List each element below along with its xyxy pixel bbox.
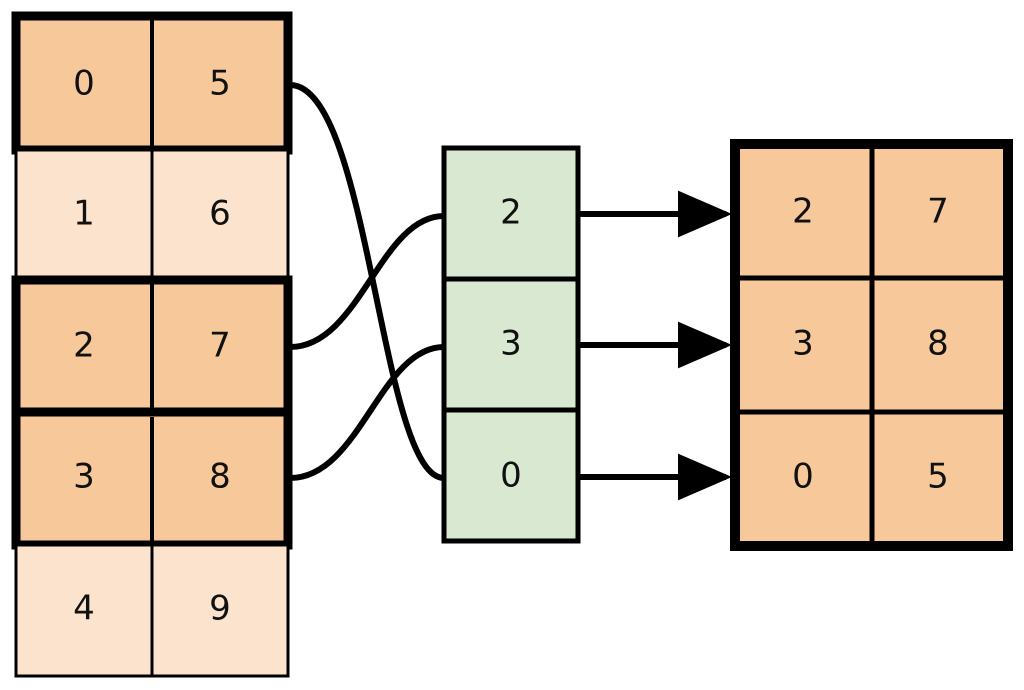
- source-cell-4-1: 9: [209, 589, 231, 629]
- source-table: 0 5 1 6 2 7 3 8: [11, 11, 293, 678]
- connector-row2-to-index0: [287, 213, 447, 350]
- result-arrows: [580, 190, 732, 501]
- index-column: 2 3 0: [441, 145, 581, 544]
- source-cell-2-1: 7: [209, 326, 231, 366]
- source-cell-1-0: 1: [73, 194, 95, 234]
- index-cell-1-label: 3: [500, 324, 522, 364]
- connector-curves: [287, 82, 447, 481]
- result-cell-1-1: 8: [927, 324, 949, 364]
- source-row-4[interactable]: 4 9: [14, 543, 290, 678]
- connector-row0-to-index2: [287, 82, 447, 481]
- source-cell-4-0: 4: [73, 589, 95, 629]
- result-cell-0-0: 2: [792, 192, 814, 232]
- result-cell-1-0: 3: [792, 324, 814, 364]
- index-cell-0[interactable]: 2: [500, 193, 522, 233]
- index-cell-0-label: 2: [500, 193, 522, 233]
- connector-row3-to-index1: [287, 344, 447, 481]
- source-row-2[interactable]: 2 7: [73, 326, 231, 366]
- source-cell-2-0: 2: [73, 326, 95, 366]
- result-row-2[interactable]: 0 5: [792, 457, 949, 497]
- source-cell-0-1: 5: [209, 64, 231, 104]
- source-cell-3-0: 3: [73, 457, 95, 497]
- source-row-0[interactable]: 0 5: [11, 11, 293, 155]
- source-cell-3-1: 8: [209, 457, 231, 497]
- index-cell-1[interactable]: 3: [500, 324, 522, 364]
- result-row-0[interactable]: 2 7: [792, 192, 949, 232]
- source-row-1[interactable]: 1 6: [14, 148, 290, 282]
- source-cell-0-0: 0: [73, 64, 95, 104]
- index-cell-2[interactable]: 0: [500, 456, 522, 496]
- source-rows-2-3-block: [11, 275, 293, 550]
- result-table: 2 7 3 8 0 5: [730, 139, 1013, 551]
- result-cell-2-0: 0: [792, 457, 814, 497]
- index-cell-2-label: 0: [500, 456, 522, 496]
- source-row-3[interactable]: 3 8: [73, 457, 231, 497]
- source-cell-1-1: 6: [209, 194, 231, 234]
- result-row-1[interactable]: 3 8: [792, 324, 949, 364]
- result-cell-0-1: 7: [927, 192, 949, 232]
- result-cell-2-1: 5: [927, 457, 949, 497]
